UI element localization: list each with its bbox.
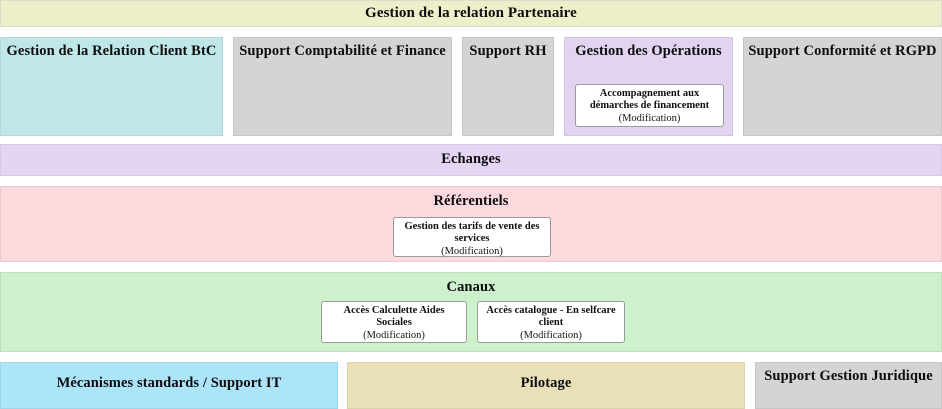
capability-gestion-des-operations[interactable]: Gestion des Opérations Accompagnement au…	[564, 37, 733, 136]
band-title: Canaux	[446, 279, 496, 295]
band-echanges[interactable]: Echanges	[0, 144, 942, 176]
capability-support-comptabilite-finance[interactable]: Support Comptabilité et Finance	[233, 37, 452, 136]
band-referentiels[interactable]: Référentiels Gestion des tarifs de vente…	[0, 186, 942, 262]
support-gestion-juridique[interactable]: Support Gestion Juridique	[755, 362, 942, 409]
capability-title: Support RH	[469, 43, 547, 59]
band-title: Echanges	[441, 151, 501, 167]
band-canaux[interactable]: Canaux Accès Calculette Aides Sociales (…	[0, 272, 942, 352]
card-status: (Modification)	[618, 112, 681, 124]
card-title: Accompagnement aux démarches de financem…	[589, 88, 710, 111]
card-title: Accès catalogue - En selfcare client	[486, 305, 616, 328]
band-gestion-relation-partenaire[interactable]: Gestion de la relation Partenaire	[0, 0, 942, 27]
card-accompagnement-demarches-financement[interactable]: Accompagnement aux démarches de financem…	[575, 84, 724, 127]
support-title: Pilotage	[520, 375, 572, 391]
support-pilotage[interactable]: Pilotage	[347, 362, 745, 409]
card-gestion-tarifs-vente-services[interactable]: Gestion des tarifs de vente des services…	[393, 217, 551, 257]
band-title: Gestion de la relation Partenaire	[365, 5, 577, 21]
card-status: (Modification)	[520, 329, 582, 341]
capability-title: Gestion des Opérations	[575, 43, 722, 59]
capability-title: Support Conformité et RGPD	[748, 43, 937, 59]
card-title: Gestion des tarifs de vente des services	[404, 221, 540, 244]
capability-support-conformite-rgpd[interactable]: Support Conformité et RGPD	[743, 37, 942, 136]
card-acces-calculette-aides-sociales[interactable]: Accès Calculette Aides Sociales (Modific…	[321, 301, 467, 343]
card-acces-catalogue-selfcare-client[interactable]: Accès catalogue - En selfcare client (Mo…	[477, 301, 625, 343]
support-title: Mécanismes standards / Support IT	[56, 375, 282, 391]
support-mecanismes-standards-support-it[interactable]: Mécanismes standards / Support IT	[0, 362, 338, 409]
card-status: (Modification)	[363, 329, 425, 341]
card-title: Accès Calculette Aides Sociales	[343, 305, 445, 328]
capability-title: Support Comptabilité et Finance	[239, 43, 446, 59]
capability-title: Gestion de la Relation Client BtC	[6, 43, 217, 59]
support-title: Support Gestion Juridique	[764, 368, 933, 384]
capability-support-rh[interactable]: Support RH	[462, 37, 554, 136]
band-title: Référentiels	[433, 193, 509, 209]
card-status: (Modification)	[441, 245, 503, 257]
capability-gestion-relation-client-btc[interactable]: Gestion de la Relation Client BtC	[0, 37, 223, 136]
